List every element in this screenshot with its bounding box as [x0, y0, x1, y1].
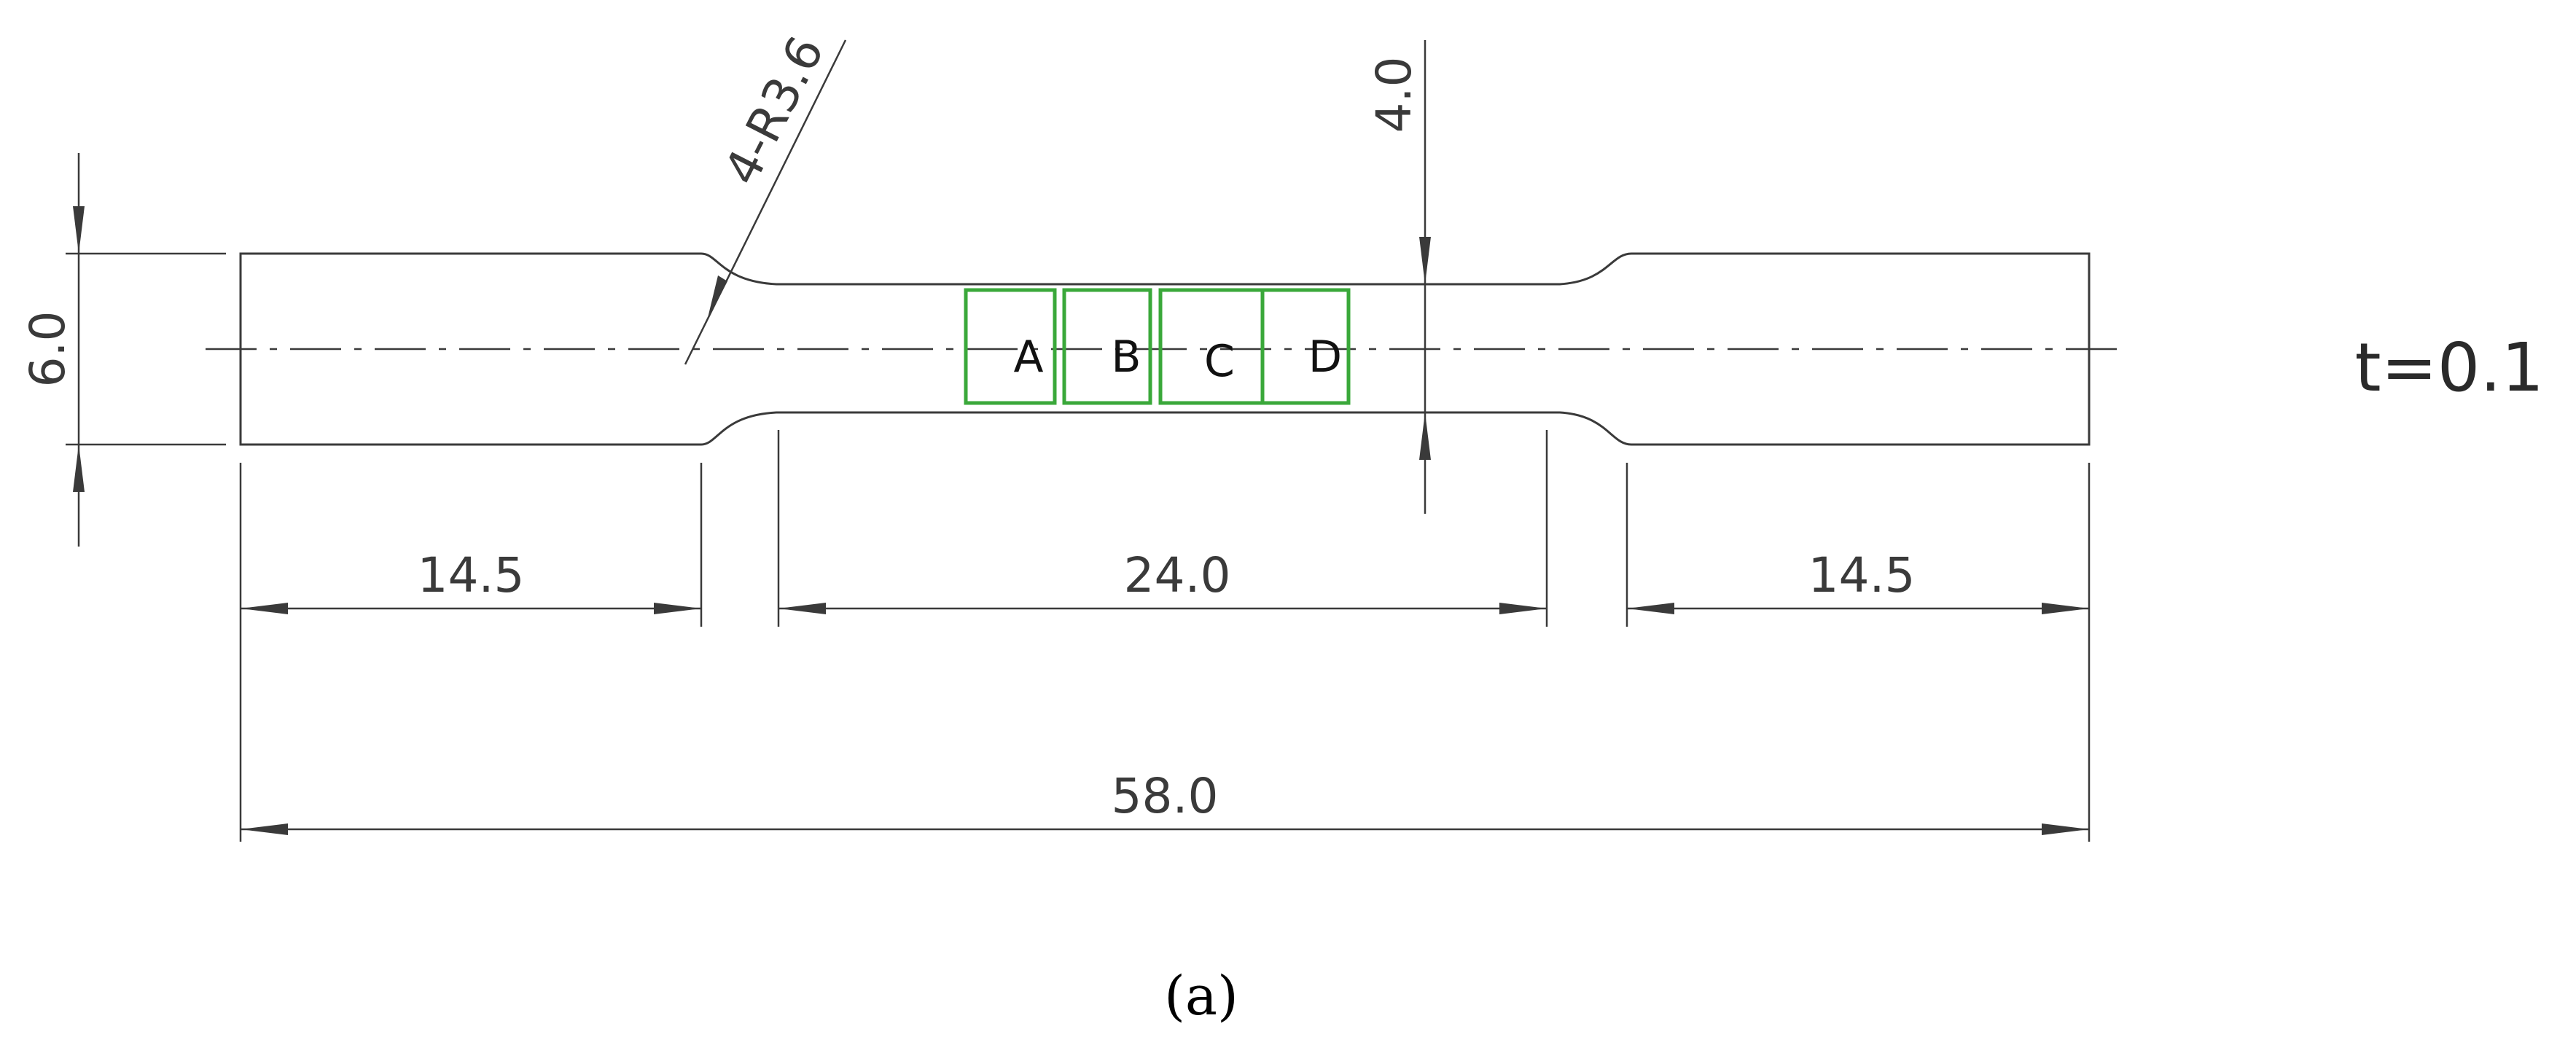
arrowhead — [73, 206, 85, 254]
fillet-radius-label: 4-R3.6 — [713, 28, 835, 194]
dim-total-label: 58.0 — [1112, 768, 1219, 824]
arrowhead — [2042, 823, 2089, 835]
dim-left-grip-label: 14.5 — [418, 547, 525, 603]
zone-b-box — [1062, 288, 1152, 405]
arrowhead — [1499, 603, 1547, 614]
arrowhead — [73, 445, 85, 492]
thickness-label: t=0.1 — [2355, 329, 2544, 407]
arrowhead — [654, 603, 701, 614]
arrowhead — [2042, 603, 2089, 614]
zone-c-label: C — [1204, 336, 1235, 387]
zone-a-label: A — [1013, 332, 1043, 383]
arrowhead — [1419, 237, 1431, 284]
arrowhead — [707, 275, 727, 321]
arrowhead — [1419, 412, 1431, 460]
zone-a-box — [964, 288, 1057, 405]
zone-d-box — [1260, 288, 1351, 405]
arrowhead — [241, 823, 288, 835]
specimen-outline — [239, 252, 2091, 446]
arrowhead — [241, 603, 288, 614]
arrowhead — [1627, 603, 1674, 614]
dim-gauge-label: 24.0 — [1124, 547, 1231, 603]
arrowhead — [778, 603, 826, 614]
zone-b-label: B — [1111, 332, 1141, 383]
figure-caption: (a) — [1164, 965, 1238, 1028]
dim-gauge-width-label: 4.0 — [1366, 57, 1422, 133]
zone-d-label: D — [1308, 332, 1342, 383]
dim-grip-width-label: 6.0 — [20, 311, 76, 388]
dim-right-grip-label: 14.5 — [1808, 547, 1916, 603]
